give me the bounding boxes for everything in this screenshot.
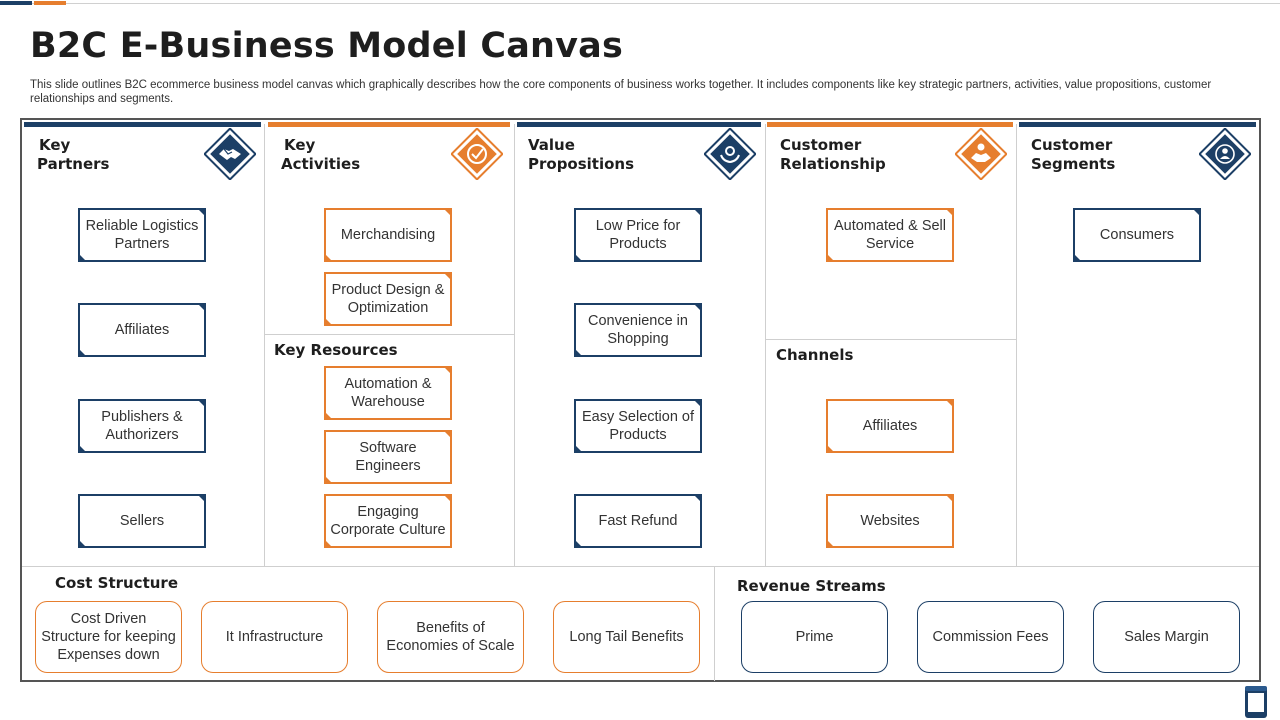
value-propositions-title-line2: Propositions bbox=[528, 155, 635, 173]
key-partner-card: Reliable Logistics Partners bbox=[78, 208, 206, 262]
key-partners-title: Key Partners bbox=[37, 136, 109, 174]
key-activities-title: Key Activities bbox=[281, 136, 360, 174]
key-partners-bar bbox=[24, 122, 261, 127]
value-proposition-card: Low Price for Products bbox=[574, 208, 702, 262]
customer-segments-title: Customer Segments bbox=[1031, 136, 1115, 174]
divider bbox=[514, 124, 515, 566]
customer-segments-title-line2: Segments bbox=[1031, 155, 1116, 173]
channel-card: Affiliates bbox=[826, 399, 954, 453]
revenue-stream-item: Prime bbox=[741, 601, 888, 673]
value-propositions-title-line1: Value bbox=[528, 136, 575, 154]
key-resource-card: Automation & Warehouse bbox=[324, 366, 452, 420]
channels-title: Channels bbox=[776, 346, 854, 364]
key-resources-title: Key Resources bbox=[274, 341, 398, 359]
channel-card: Websites bbox=[826, 494, 954, 548]
value-proposition-card: Fast Refund bbox=[574, 494, 702, 548]
cost-structure-item: Cost Driven Structure for keeping Expens… bbox=[35, 601, 182, 673]
user-target-icon bbox=[1199, 128, 1251, 180]
customer-relationship-title-line2: Relationship bbox=[780, 155, 886, 173]
value-propositions-title: Value Propositions bbox=[528, 136, 634, 174]
top-accent-orange bbox=[34, 1, 66, 5]
divider bbox=[264, 124, 265, 566]
key-partner-card: Affiliates bbox=[78, 303, 206, 357]
person-handshake-icon bbox=[955, 128, 1007, 180]
customer-segments-bar bbox=[1019, 122, 1256, 127]
target-icon bbox=[451, 128, 503, 180]
key-partner-card: Publishers & Authorizers bbox=[78, 399, 206, 453]
value-propositions-bar bbox=[517, 122, 761, 127]
key-resource-card: Engaging Corporate Culture bbox=[324, 494, 452, 548]
top-accent-blue bbox=[0, 1, 32, 5]
cost-structure-item: It Infrastructure bbox=[201, 601, 348, 673]
top-divider bbox=[0, 3, 1280, 4]
customer-relationship-title: Customer Relationship bbox=[780, 136, 886, 174]
customer-segments-title-line1: Customer bbox=[1031, 136, 1113, 154]
customer-relationship-bar bbox=[767, 122, 1013, 127]
key-activity-card: Merchandising bbox=[324, 208, 452, 262]
hands-gear-icon bbox=[704, 128, 756, 180]
brand-logo-icon bbox=[1243, 684, 1269, 720]
key-activities-title-line1: Key bbox=[284, 136, 316, 154]
cost-structure-title: Cost Structure bbox=[55, 574, 178, 592]
revenue-stream-item: Sales Margin bbox=[1093, 601, 1240, 673]
key-resource-card: Software Engineers bbox=[324, 430, 452, 484]
key-activity-card: Product Design & Optimization bbox=[324, 272, 452, 326]
key-activities-bar bbox=[268, 122, 510, 127]
divider bbox=[1016, 124, 1017, 566]
divider bbox=[714, 567, 715, 681]
divider bbox=[765, 124, 766, 566]
key-activities-title-line2: Activities bbox=[281, 155, 361, 173]
key-partner-card: Sellers bbox=[78, 494, 206, 548]
divider bbox=[22, 566, 1259, 567]
revenue-streams-title: Revenue Streams bbox=[737, 577, 886, 595]
page-title: B2C E-Business Model Canvas bbox=[30, 26, 623, 66]
handshake-icon bbox=[204, 128, 256, 180]
key-partners-title-line2: Partners bbox=[37, 155, 110, 173]
key-partners-title-line1: Key bbox=[39, 136, 71, 154]
customer-relationship-title-line1: Customer bbox=[780, 136, 862, 154]
cost-structure-item: Long Tail Benefits bbox=[553, 601, 700, 673]
divider bbox=[766, 339, 1016, 340]
customer-segment-card: Consumers bbox=[1073, 208, 1201, 262]
canvas-frame bbox=[20, 118, 1261, 682]
customer-relationship-card: Automated & Sell Service bbox=[826, 208, 954, 262]
cost-structure-item: Benefits of Economies of Scale bbox=[377, 601, 524, 673]
revenue-stream-item: Commission Fees bbox=[917, 601, 1064, 673]
value-proposition-card: Easy Selection of Products bbox=[574, 399, 702, 453]
divider bbox=[265, 334, 514, 335]
value-proposition-card: Convenience in Shopping bbox=[574, 303, 702, 357]
page-subtitle: This slide outlines B2C ecommerce busine… bbox=[30, 79, 1212, 105]
